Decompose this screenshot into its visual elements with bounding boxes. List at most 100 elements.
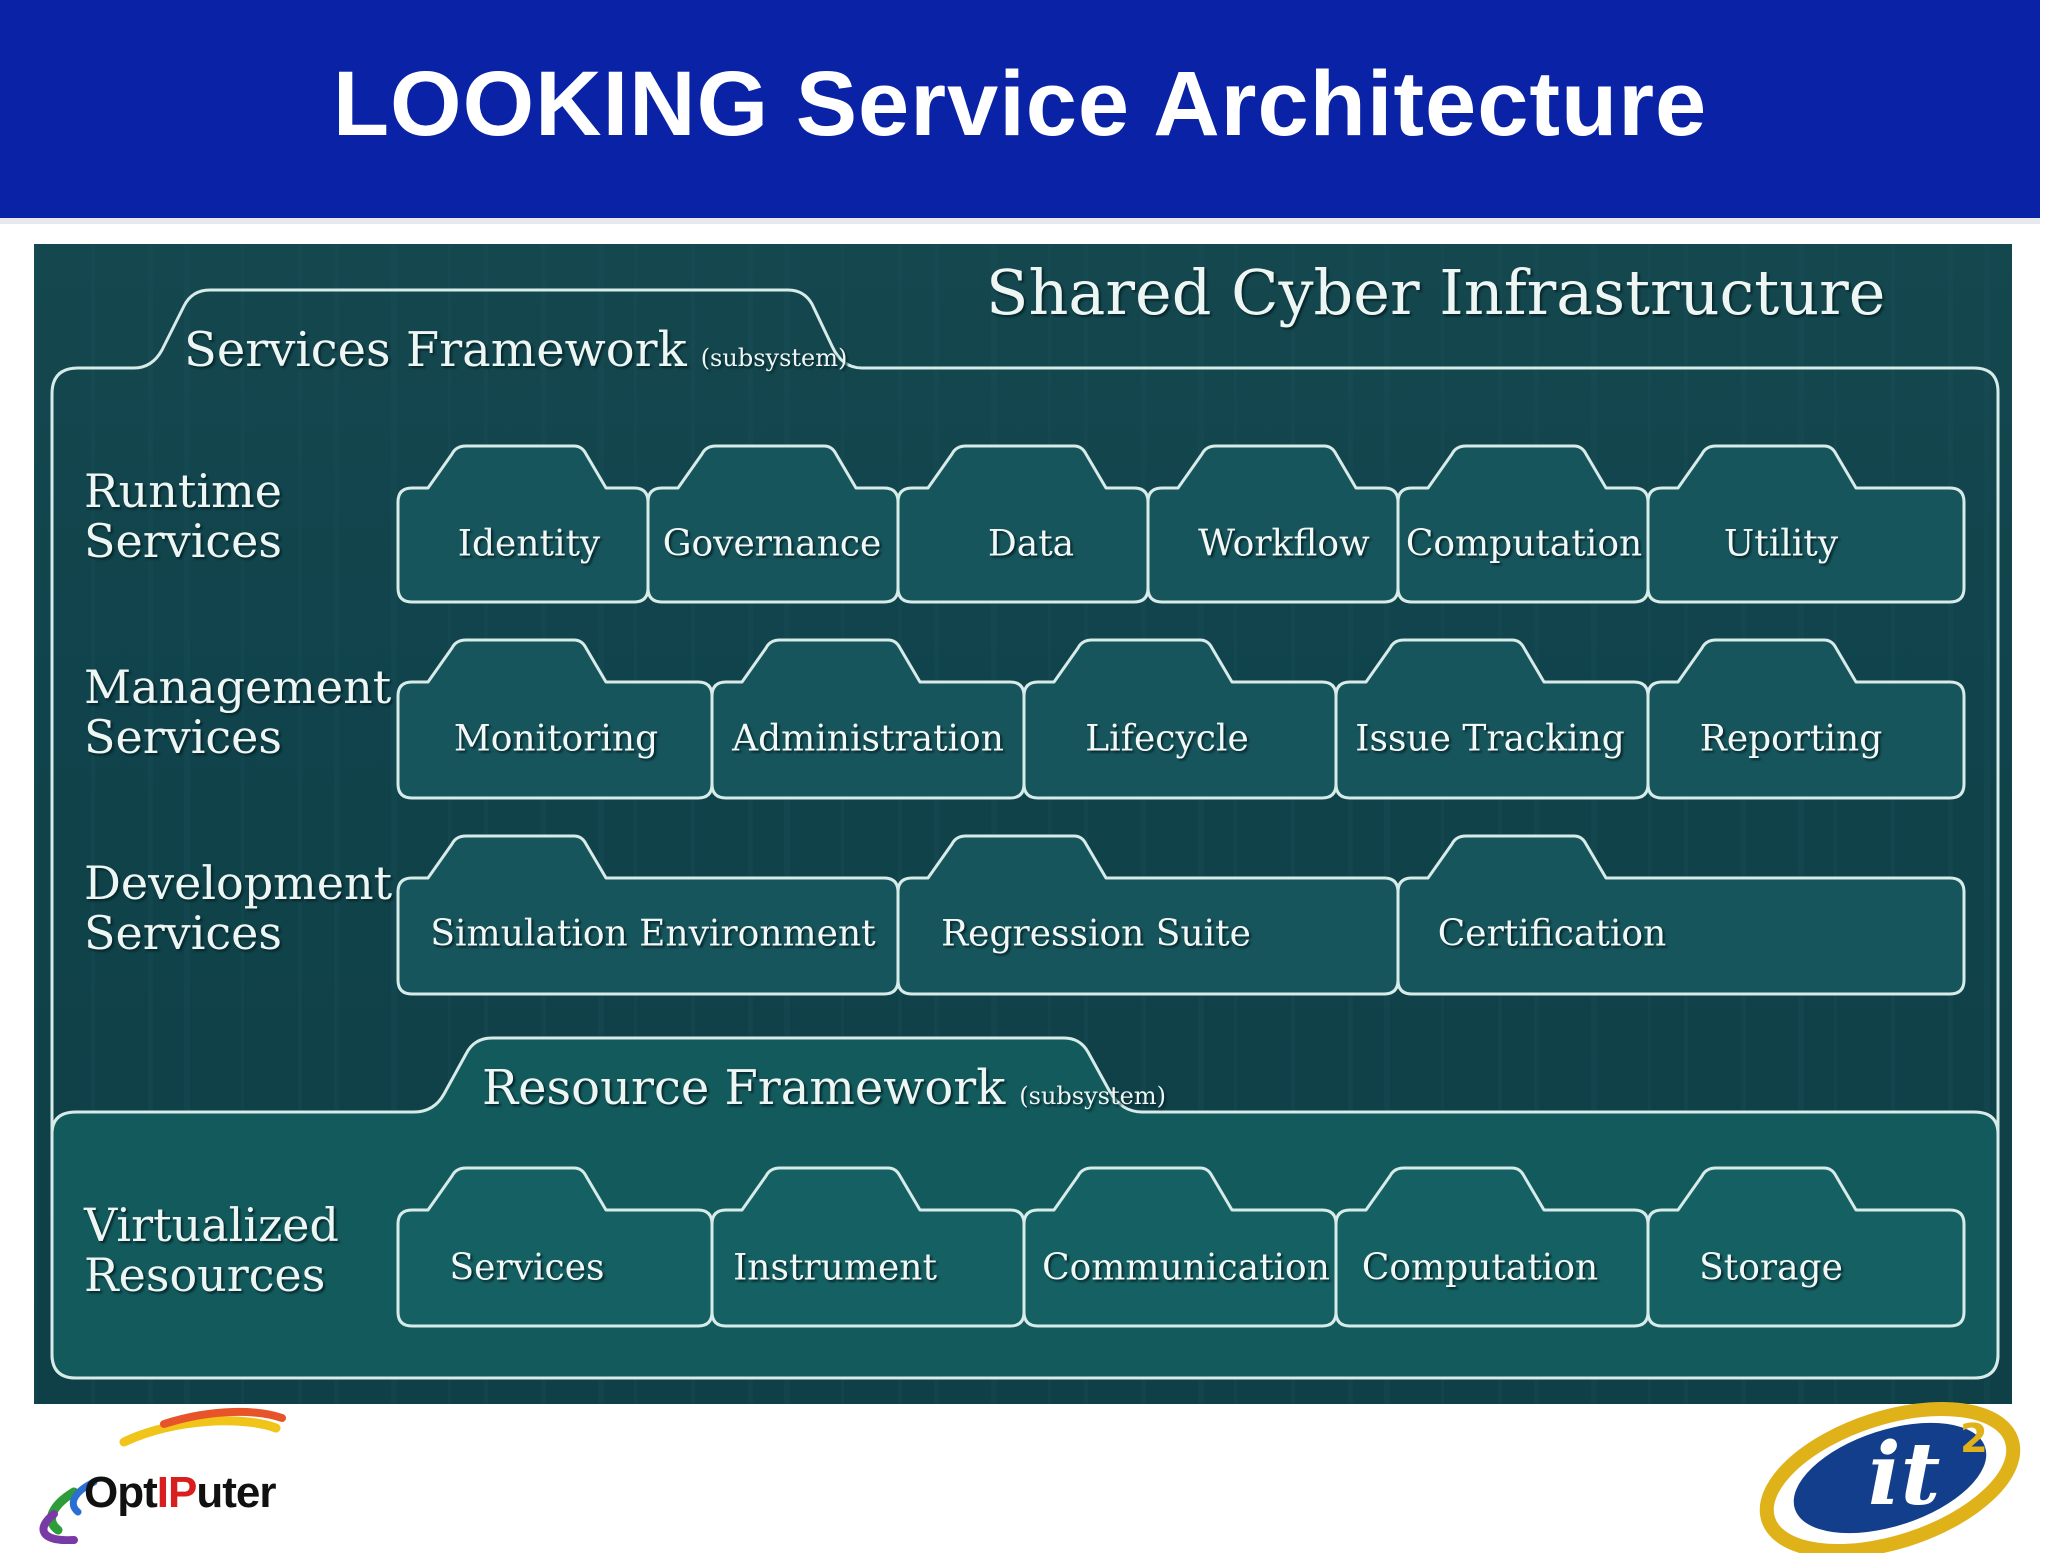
resource-tab-shape bbox=[1334, 1166, 1650, 1328]
tab-lifecycle: Lifecycle bbox=[1085, 718, 1249, 760]
tab-regression-suite: Regression Suite bbox=[941, 913, 1251, 955]
slide-header: LOOKING Service Architecture bbox=[0, 0, 2040, 224]
tab-data: Data bbox=[987, 523, 1075, 565]
row-label-line: Management bbox=[84, 660, 392, 714]
resource-framework-title: Resource Framework bbox=[482, 1060, 1006, 1116]
row-label-management: Management Services bbox=[84, 662, 391, 762]
diagram-graphics bbox=[34, 244, 2000, 1404]
tab-identity: Identity bbox=[457, 523, 601, 565]
slide-title: LOOKING Service Architecture bbox=[332, 53, 1708, 155]
background-texture-stripe bbox=[1684, 244, 1688, 1404]
background-texture-stripe bbox=[541, 244, 546, 1404]
background-texture-stripe bbox=[1798, 244, 1804, 1404]
it2-logo-icon: it 2 bbox=[1759, 1401, 2021, 1553]
development-tab-shape bbox=[1396, 834, 1966, 996]
background-texture-stripe bbox=[598, 244, 604, 1404]
runtime-tab-shape bbox=[896, 444, 1150, 604]
runtime-tab-shape bbox=[1646, 444, 1966, 604]
background-texture-stripe bbox=[1534, 244, 1539, 1404]
background-texture-stripe bbox=[484, 244, 488, 1404]
row-label-virtualized: Virtualized Resources bbox=[84, 1200, 339, 1300]
tab-administration: Administration bbox=[732, 718, 1004, 760]
tab-issue-tracking: Issue Tracking bbox=[1355, 718, 1625, 760]
tab-simulation-environment: Simulation Environment bbox=[430, 913, 876, 955]
tab-instrument: Instrument bbox=[733, 1247, 937, 1289]
background-texture-stripe bbox=[1441, 244, 1444, 1404]
logo-text-part: IP bbox=[156, 1468, 198, 1517]
tab-utility: Utility bbox=[1723, 523, 1839, 565]
background-texture-stripe bbox=[1348, 244, 1353, 1404]
it2-logo-text: it bbox=[1868, 1424, 1940, 1525]
background-texture-stripe bbox=[1384, 244, 1390, 1404]
background-texture-stripe bbox=[1141, 244, 1146, 1404]
resource-tab-shape bbox=[710, 1166, 1026, 1328]
background-texture-stripe bbox=[934, 244, 939, 1404]
resource-tab-shape bbox=[1022, 1166, 1338, 1328]
background-texture-stripe bbox=[748, 244, 753, 1404]
row-label-line: Runtime bbox=[84, 464, 282, 518]
optiputer-logo-text: OptIPuter bbox=[84, 1468, 276, 1518]
background-texture-stripe bbox=[184, 244, 190, 1404]
runtime-tab-shape bbox=[396, 444, 650, 604]
row-label-line: Services bbox=[84, 710, 283, 764]
background-texture-stripe bbox=[334, 244, 339, 1404]
tab-storage: Storage bbox=[1699, 1247, 1843, 1289]
row-label-line: Services bbox=[84, 906, 283, 960]
development-tab-shape bbox=[396, 834, 900, 996]
background-texture-stripe bbox=[1891, 244, 1895, 1404]
background-texture-stripe bbox=[784, 244, 790, 1404]
background-texture-stripe bbox=[1048, 244, 1051, 1404]
background-texture-stripe bbox=[898, 244, 902, 1404]
tab-workflow: Workflow bbox=[1198, 523, 1370, 565]
background-texture-stripe bbox=[448, 244, 451, 1404]
background-texture-stripe bbox=[148, 244, 153, 1404]
management-tab-shape bbox=[710, 638, 1026, 800]
background-texture-stripe bbox=[1234, 244, 1237, 1404]
tab-certification: Certification bbox=[1437, 913, 1667, 955]
architecture-diagram: Shared Cyber Infrastructure Services Fra… bbox=[34, 244, 2012, 1404]
background-texture-stripe bbox=[1948, 244, 1953, 1404]
management-tab-shape bbox=[396, 638, 714, 800]
services-framework-sub: (subsystem) bbox=[700, 344, 848, 372]
background-texture-stripe bbox=[1591, 244, 1597, 1404]
background-texture-stripe bbox=[991, 244, 997, 1404]
row-label-line: Resources bbox=[84, 1248, 326, 1302]
background-texture-stripe bbox=[391, 244, 397, 1404]
background-texture-stripe bbox=[91, 244, 95, 1404]
resource-tab-shape bbox=[396, 1166, 714, 1328]
background-texture-stripe bbox=[1291, 244, 1295, 1404]
development-tab-shape bbox=[896, 834, 1400, 996]
background-texture-stripe bbox=[1198, 244, 1204, 1404]
background-texture-stripe bbox=[1648, 244, 1651, 1404]
management-tab-shape bbox=[1334, 638, 1650, 800]
background-texture-stripe bbox=[691, 244, 695, 1404]
management-tab-shape bbox=[1646, 638, 1966, 800]
tab-services: Services bbox=[449, 1247, 605, 1289]
tab-governance: Governance bbox=[662, 523, 882, 565]
it2-logo-sup: 2 bbox=[1960, 1416, 1988, 1462]
logo-text-part: Opt bbox=[84, 1468, 158, 1517]
resource-framework-heading: Resource Framework(subsystem) bbox=[482, 1060, 1166, 1116]
optiputer-logo-icon bbox=[39, 1407, 286, 1544]
management-tab-shape bbox=[1022, 638, 1338, 800]
tab-monitoring: Monitoring bbox=[453, 718, 659, 760]
row-label-line: Development bbox=[84, 856, 393, 910]
runtime-tab-shape bbox=[1146, 444, 1400, 604]
tab-computation-resource: Computation bbox=[1361, 1247, 1599, 1289]
row-label-line: Virtualized bbox=[84, 1198, 339, 1252]
background-texture-stripe bbox=[1834, 244, 1837, 1404]
row-label-runtime: Runtime Services bbox=[84, 466, 282, 566]
runtime-tab-shape bbox=[646, 444, 900, 604]
resource-tab-shape bbox=[1646, 1166, 1966, 1328]
background-texture-stripe bbox=[241, 244, 244, 1404]
row-label-development: Development Services bbox=[84, 858, 392, 958]
background-texture-stripe bbox=[634, 244, 637, 1404]
background-texture-stripe bbox=[298, 244, 302, 1404]
background-texture-stripe bbox=[1498, 244, 1502, 1404]
tab-computation: Computation bbox=[1405, 523, 1643, 565]
background-texture-stripe bbox=[1984, 244, 1990, 1404]
background-texture-stripe bbox=[34, 244, 37, 1404]
tab-communication: Communication bbox=[1042, 1247, 1330, 1289]
diagram-title: Shared Cyber Infrastructure bbox=[986, 256, 1886, 329]
services-framework-heading: Services Framework(subsystem) bbox=[184, 322, 847, 378]
